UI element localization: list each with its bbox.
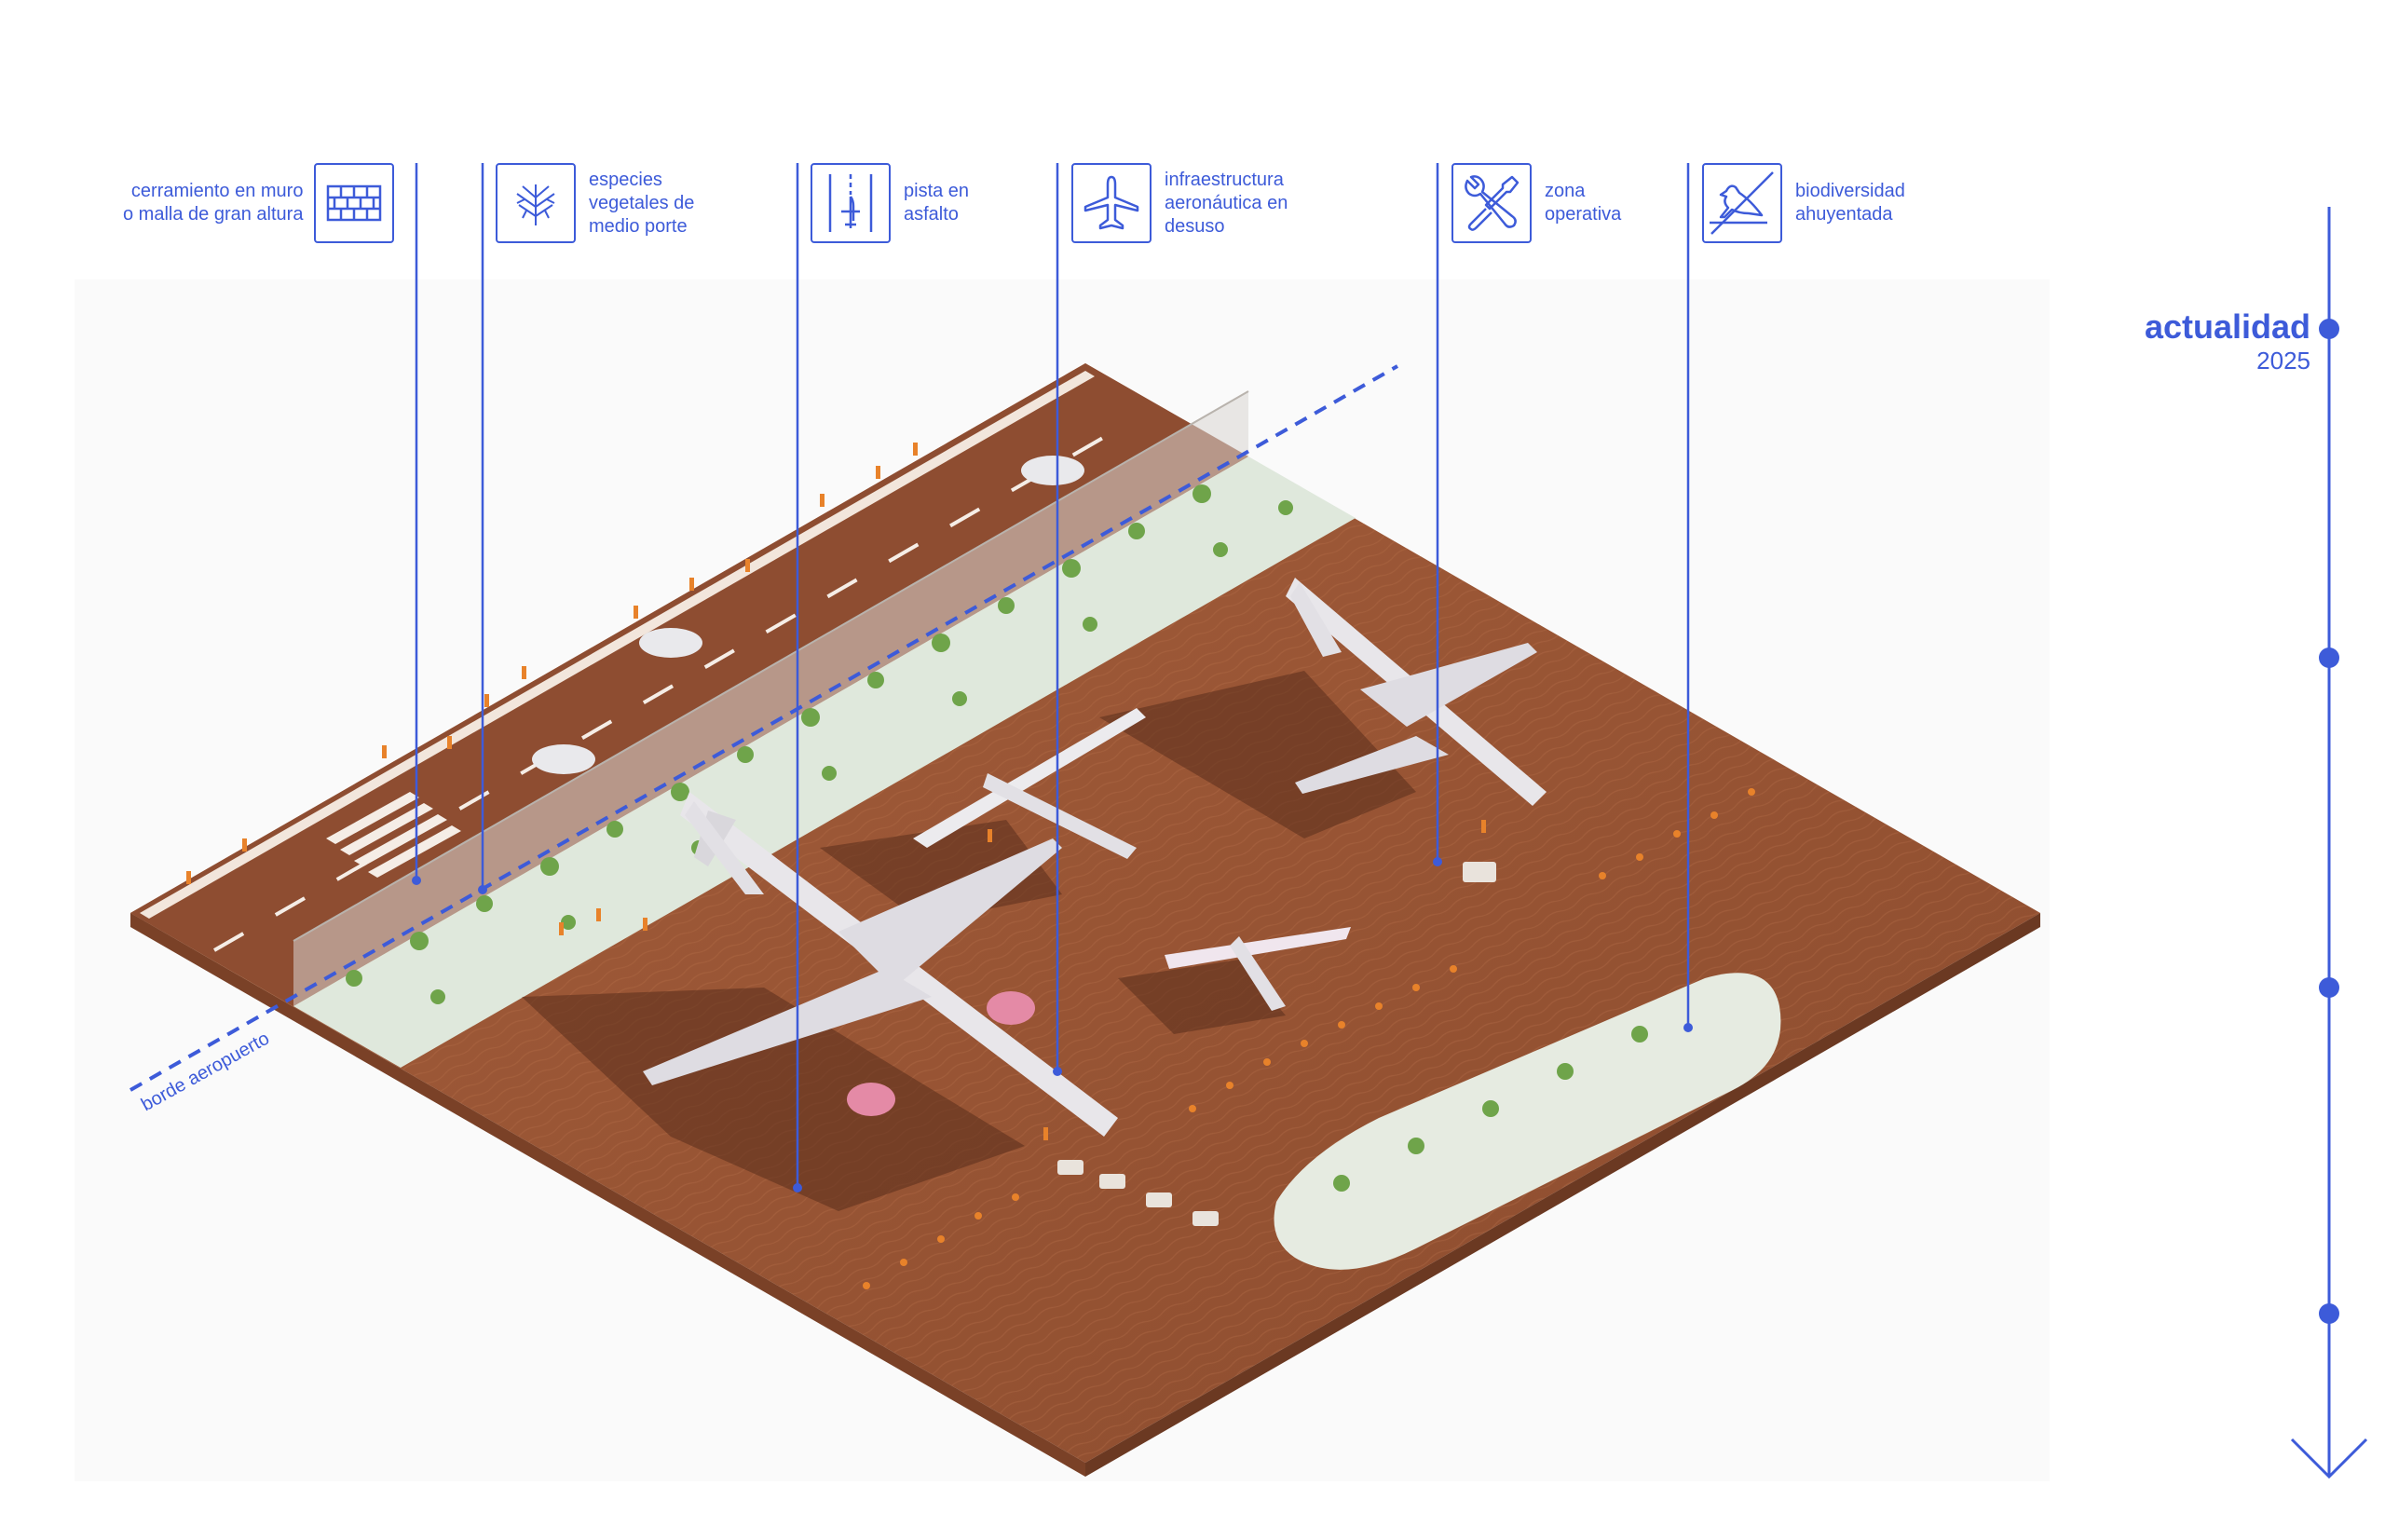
- timeline: [2290, 207, 2368, 1479]
- leader-dots: [412, 857, 1693, 1192]
- timeline-year: 2025: [2256, 347, 2310, 375]
- timeline-dot: [2319, 647, 2339, 668]
- legend-vegetation: especies vegetales de medio porte: [496, 163, 694, 243]
- shrub-icon: [496, 163, 576, 243]
- timeline-dot: [2319, 1303, 2339, 1324]
- small-plane-1: [913, 708, 1146, 859]
- operative-patch: [1274, 973, 1781, 1270]
- mid-airliner: [1286, 578, 1547, 806]
- small-plane-2: [1165, 927, 1351, 1011]
- car-2: [639, 628, 702, 658]
- road-strip: [130, 363, 1248, 1006]
- legend-fence-line-2: o malla de gran altura: [123, 204, 304, 225]
- tools-icon: [1451, 163, 1532, 243]
- legend-infrastructure-line-3: desuso: [1165, 215, 1225, 237]
- legend-vegetation-line-3: medio porte: [589, 215, 688, 237]
- leader-lines: [415, 163, 1690, 1188]
- car-3: [1021, 456, 1084, 485]
- car-1: [532, 744, 595, 774]
- timeline-title: actualidad: [2144, 307, 2310, 346]
- legend-runway: pista en asfalto: [811, 163, 969, 243]
- crosswalk: [326, 792, 461, 878]
- timeline-dot: [2319, 977, 2339, 998]
- brick-wall-icon: [314, 163, 395, 243]
- fence-wall: [293, 390, 1249, 1006]
- airport-border-line: [129, 364, 1398, 1092]
- timeline-current-label: actualidad 2025: [2145, 307, 2310, 375]
- legend-biodiversity-line-2: ahuyentada: [1795, 204, 1893, 225]
- runway-icon: [811, 163, 891, 243]
- legend-vegetation-line-2: vegetales de: [589, 192, 695, 213]
- airplane-icon: [1071, 163, 1152, 243]
- legend-infrastructure: infraestructura aeronáutica en desuso: [1071, 163, 1288, 243]
- green-strip: [293, 457, 1356, 1068]
- legend-biodiversity: biodiversidad ahuyentada: [1702, 163, 1905, 243]
- legend-fence-line-1: cerramiento en muro: [130, 181, 304, 201]
- legend-infrastructure-line-2: aeronáutica en: [1165, 192, 1288, 213]
- legend-runway-line-2: asfalto: [904, 204, 959, 225]
- legend-runway-line-1: pista en: [904, 181, 970, 201]
- traffic-cones: [863, 788, 1755, 1289]
- large-airliner: [643, 792, 1118, 1137]
- legend-biodiversity-line-1: biodiversidad: [1795, 181, 1905, 201]
- legend-operative-line-2: operativa: [1545, 204, 1622, 225]
- legend-operative: zona operativa: [1451, 163, 1621, 243]
- timeline-dot-current: [2319, 319, 2339, 339]
- people: [186, 443, 1486, 1140]
- legend-operative-line-1: zona: [1545, 181, 1586, 201]
- legend-vegetation-line-1: especies: [589, 169, 662, 190]
- legend-fence: cerramiento en muro o malla de gran altu…: [123, 163, 395, 243]
- legend-infrastructure-line-1: infraestructura: [1165, 169, 1284, 190]
- crossed-bird-icon: [1702, 163, 1782, 243]
- service-vehicles: [1057, 862, 1496, 1226]
